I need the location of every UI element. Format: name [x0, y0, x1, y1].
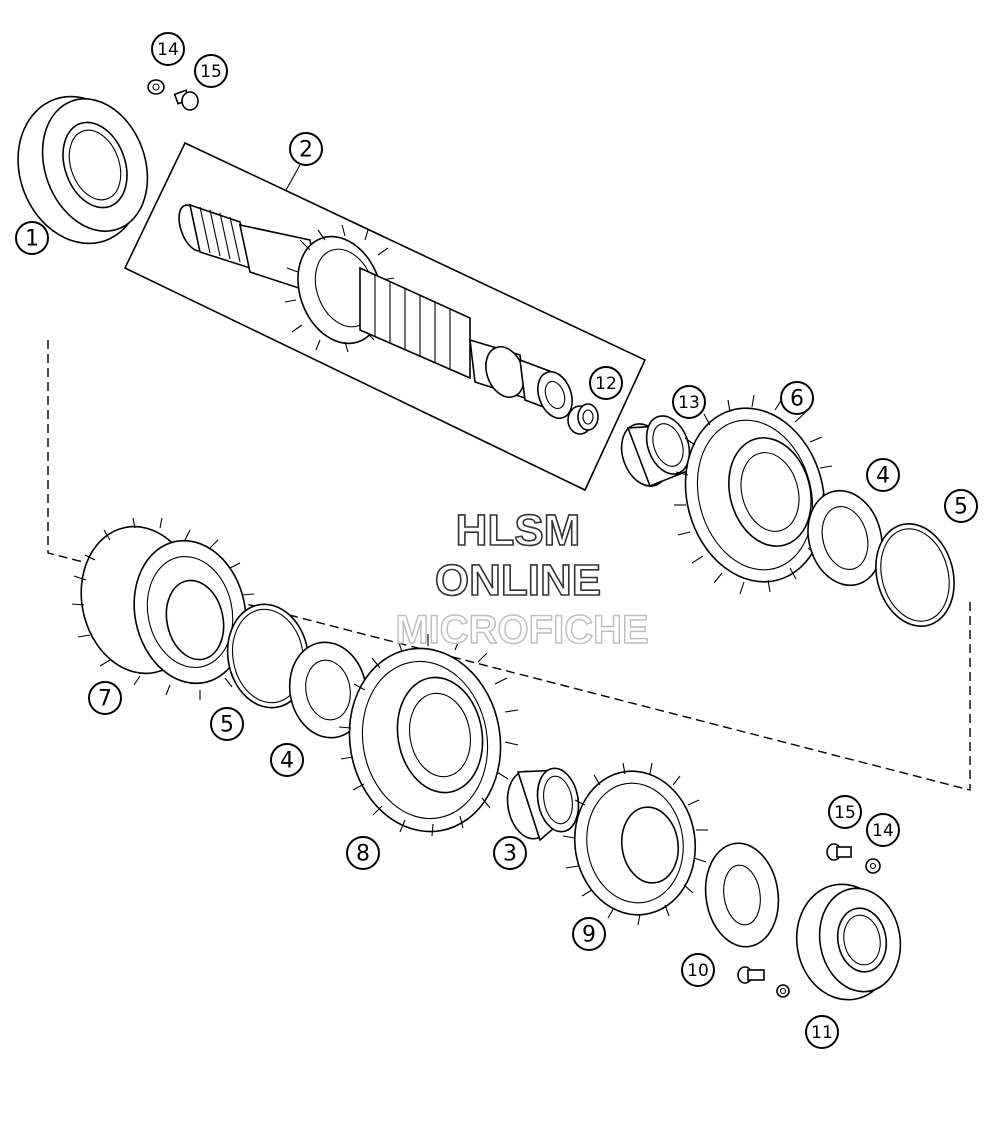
callout-4-upper: 4: [866, 458, 900, 492]
gear-part-6: [674, 394, 836, 595]
svg-text:15: 15: [834, 803, 856, 823]
shaft-part-2: [178, 203, 573, 420]
callout-1: 1: [15, 221, 49, 255]
callout-15-upper: 15: [194, 54, 228, 88]
svg-text:5: 5: [954, 495, 968, 520]
svg-text:6: 6: [790, 387, 804, 412]
gear-part-8: [338, 634, 519, 837]
callout-5-upper: 5: [944, 489, 978, 523]
callout-9: 9: [572, 917, 606, 951]
callout-5-lower: 5: [210, 707, 244, 741]
svg-text:4: 4: [876, 464, 890, 489]
thrust-washer: [704, 842, 780, 948]
callout-14-lower: 14: [866, 813, 900, 847]
svg-text:2: 2: [299, 138, 313, 163]
gear-part-7: [71, 517, 258, 700]
svg-text:13: 13: [678, 393, 700, 413]
shaft-frame: [123, 141, 647, 492]
svg-text:7: 7: [98, 687, 112, 712]
svg-text:9: 9: [582, 923, 596, 948]
watermark-line-2: ONLINE: [435, 556, 601, 605]
bolt-part-15-lower: [826, 843, 852, 861]
callout-14-upper: 14: [151, 32, 185, 66]
callout-10: 10: [681, 953, 715, 987]
assembly-dashed-outline: [47, 340, 971, 791]
circlip-part-5-lower: [226, 603, 310, 709]
svg-text:10: 10: [687, 961, 709, 981]
callout-15-lower: 15: [828, 795, 862, 829]
watermark-line-1: HLSM: [456, 506, 581, 555]
bushing-part-12: [567, 403, 599, 435]
bolt-part-10: [737, 966, 790, 998]
bearing-part-11: [795, 883, 902, 1001]
svg-text:12: 12: [595, 374, 617, 394]
svg-text:4: 4: [280, 749, 294, 774]
callout-8: 8: [346, 836, 380, 870]
callout-4-lower: 4: [270, 743, 304, 777]
svg-text:15: 15: [200, 62, 222, 82]
callout-7: 7: [88, 681, 122, 715]
bearing-part-1: [17, 95, 149, 245]
needle-bearing-part-13: [620, 415, 692, 488]
callout-13: 13: [672, 385, 706, 419]
callout-3: 3: [493, 836, 527, 870]
circlip-part-5-upper: [875, 523, 955, 627]
leader-2: [285, 164, 301, 191]
gear-part-9: [562, 762, 708, 926]
bolt-part-15-top: [173, 89, 199, 111]
svg-text:8: 8: [356, 842, 370, 867]
svg-text:3: 3: [503, 842, 517, 867]
svg-text:5: 5: [220, 713, 234, 738]
washer-part-4-upper: [807, 489, 883, 587]
svg-text:14: 14: [157, 40, 179, 60]
washer-part-14-top: [147, 79, 165, 95]
callout-12: 12: [589, 366, 623, 400]
washer-part-14-lower: [865, 858, 881, 874]
callout-11: 11: [805, 1015, 839, 1049]
callout-2: 2: [289, 132, 323, 166]
svg-text:14: 14: [872, 821, 894, 841]
svg-text:11: 11: [811, 1023, 833, 1043]
watermark-line-3: MICROFICHE: [395, 608, 648, 652]
callout-6: 6: [780, 381, 814, 415]
bushing-part-3: [506, 767, 580, 842]
svg-text:1: 1: [25, 227, 39, 252]
